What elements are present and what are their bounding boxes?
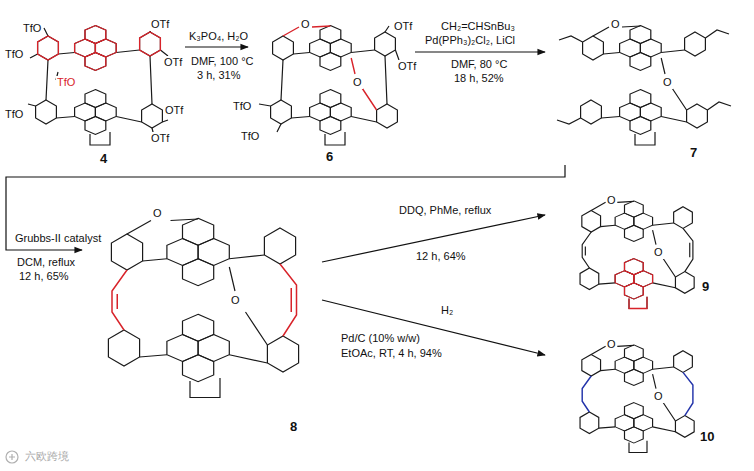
reagent-label: DDQ, PhMe, reflux — [398, 204, 492, 217]
logo-ring — [6, 451, 18, 463]
compound-number: 8 — [290, 420, 297, 434]
reaction-condition: Pd/C (10% w/w) — [340, 332, 421, 345]
atom-label: O — [230, 294, 241, 307]
atom-label: OTf — [397, 60, 417, 73]
atom-label: TfO — [22, 22, 42, 35]
double-bond — [585, 243, 689, 257]
compound: 9 — [545, 188, 750, 300]
atom-label: TfO — [4, 48, 24, 61]
atom-label: O — [606, 194, 617, 207]
reaction-condition: 18 h, 52% — [453, 72, 505, 85]
substituent-bonds — [259, 26, 399, 132]
reaction-arrow — [415, 51, 545, 52]
reaction-condition: DMF, 100 °C — [190, 55, 254, 68]
cage-skeleton — [580, 345, 694, 453]
compound: 8 — [82, 185, 322, 455]
reaction-condition: DCM, reflux — [16, 256, 76, 269]
watermark: 六欧跨境 — [24, 450, 70, 463]
logo-mark — [9, 454, 15, 460]
compound-6-structure — [259, 26, 399, 146]
atom-label: O — [352, 76, 363, 89]
compound-4-structure — [28, 24, 168, 145]
reaction-arrow — [185, 46, 248, 47]
atom-label: O — [152, 207, 163, 220]
atom-label: O — [606, 338, 617, 351]
atom-label: TfO — [240, 130, 260, 143]
linker-bonds — [46, 56, 152, 104]
atom-label: OTf — [393, 20, 413, 33]
reaction-condition: 3 h, 31% — [196, 69, 241, 82]
compound-number: 6 — [326, 150, 333, 164]
red-double-bond — [117, 288, 291, 312]
cage-skeleton — [581, 26, 708, 146]
reaction-condition: Pd(PPh₃)₂Cl₂, LiCl — [424, 34, 516, 47]
atom-label: OTf — [150, 18, 170, 31]
cage-skeleton — [108, 218, 298, 397]
watermark-logo — [6, 451, 18, 463]
reagent-label: H₂ — [440, 304, 454, 317]
atom-label: OTf — [164, 104, 184, 117]
alkene-bridge — [582, 228, 693, 271]
compound-6-red-bonds — [283, 26, 377, 110]
red-ether-bonds — [283, 26, 377, 110]
blue-ethano-bridge — [582, 372, 693, 415]
ether-bonds — [127, 219, 267, 345]
reaction-condition: EtOAc, RT, 4 h, 94% — [340, 347, 443, 360]
reaction-condition: 12 h, 65% — [18, 270, 70, 283]
compound-number: 7 — [690, 146, 697, 160]
red-ring — [38, 36, 59, 60]
cage-skeleton — [36, 26, 163, 146]
compound-4-red-unit — [38, 26, 161, 71]
atom-label: O — [662, 76, 673, 89]
reaction-condition: DMF, 80 °C — [450, 58, 508, 71]
compound-7-structure — [557, 26, 731, 146]
red-pyrene — [615, 259, 652, 300]
atom-label: O — [300, 18, 311, 31]
compound-number: 4 — [100, 152, 107, 166]
atom-label: TfO — [232, 100, 252, 113]
compound-10-blue-bonds — [582, 372, 693, 415]
cage-skeleton — [580, 201, 694, 309]
red-ring — [140, 32, 161, 56]
atom-label: OTf — [163, 56, 183, 69]
ether-bonds — [593, 26, 687, 110]
red-alkene-bridge — [112, 264, 297, 336]
ether-bonds — [591, 201, 675, 277]
compound-10-structure — [580, 345, 694, 453]
reaction-arrow — [322, 215, 545, 262]
linker-bonds — [281, 56, 387, 104]
compound-number: 9 — [702, 280, 709, 294]
atom-label: O — [653, 390, 664, 403]
reaction-condition: 12 h, 64% — [415, 250, 467, 263]
reagent-label: CH₂=CHSnBu₃ — [440, 20, 516, 33]
red-pyrene — [75, 26, 117, 71]
atom-label: O — [653, 246, 664, 259]
compound: 7 — [545, 5, 750, 165]
reagent-label: Grubbs-II catalyst — [14, 232, 102, 245]
cage-skeleton — [271, 26, 398, 146]
compound-number: 10 — [700, 430, 714, 444]
ether-bonds — [591, 345, 675, 421]
reaction-arrow — [6, 165, 565, 250]
red-new-bonds — [629, 297, 647, 309]
compound-9-structure — [580, 201, 694, 309]
atom-label: O — [610, 18, 621, 31]
vinyl-groups — [557, 30, 731, 124]
atom-label: TfO — [4, 108, 24, 121]
compound: 6 — [248, 5, 415, 170]
compound-9-red-unit — [615, 259, 652, 309]
compound: 10 — [545, 318, 750, 458]
compound-8-structure — [108, 218, 298, 397]
atom-label: TfO — [56, 76, 76, 89]
compound-8-red-bonds — [112, 264, 297, 336]
atom-label: OTf — [150, 132, 170, 145]
reagent-label: K₃PO₄, H₂O — [188, 30, 249, 43]
substituent-bonds — [28, 24, 168, 136]
